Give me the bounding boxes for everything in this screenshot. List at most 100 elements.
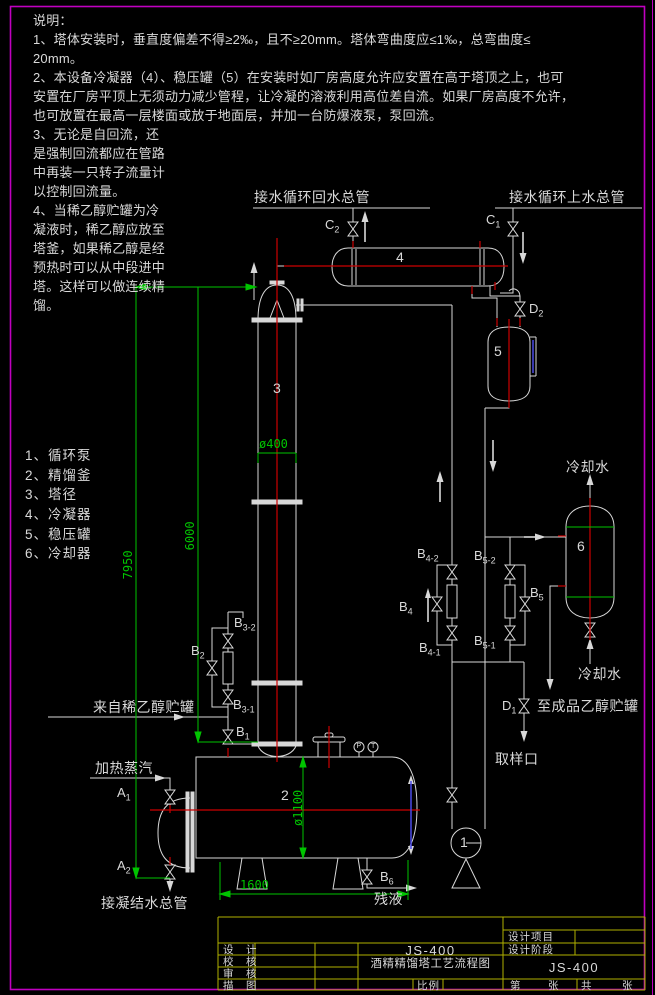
- valve-symbol: [347, 221, 359, 237]
- titleblock-review-label: 审 核: [223, 968, 258, 980]
- valve-tag-b4-1: B4-1: [419, 640, 441, 658]
- valve-tag-b1: B1: [236, 724, 250, 742]
- pressure-gauge-label: P: [356, 743, 362, 750]
- dim-reboiler-length: 1600: [240, 878, 269, 892]
- valve-symbol: [519, 596, 531, 612]
- valve-tag-b4-2: B4-2: [417, 546, 439, 564]
- valve-symbol: [164, 864, 176, 880]
- notes-block: 说明： 1、塔体安装时，垂直度偏差不得≥2‰，且不≥20mm。塔体弯曲度应≤1‰…: [33, 13, 575, 318]
- valve-symbol: [206, 660, 218, 676]
- note-line: 馏。: [33, 298, 60, 313]
- note-line: 说明：: [33, 13, 73, 28]
- feed-label: 来自稀乙醇贮罐: [93, 699, 195, 715]
- legend-item: 1、循环泵: [25, 448, 92, 463]
- note-line: 安置在厂房平顶上无须动力减少管程，让冷凝的溶液利用高位差自流。如果厂房高度不允许…: [33, 89, 575, 104]
- sight-glasses: [410, 340, 534, 849]
- valve-tag-b2: B2: [191, 643, 205, 661]
- valve-tag-b4: B4: [399, 599, 413, 617]
- cooling-water-top-label: 冷却水: [566, 459, 610, 475]
- reboiler-number: 2: [281, 787, 289, 803]
- valve-symbol: [507, 221, 519, 237]
- note-line: 2、本设备冷凝器（4）、稳压罐（5）在安装时如厂房高度允许应安置在高于塔顶之上，…: [33, 70, 564, 85]
- valve-symbol: [431, 596, 443, 612]
- valve-tag-b5: B5: [530, 585, 544, 603]
- valve-symbol: [222, 689, 234, 705]
- condensate-label: 接凝结水总管: [101, 895, 188, 911]
- note-line: 中再装一只转子流量计: [33, 165, 166, 180]
- cooling-water-bottom-label: 冷却水: [578, 666, 622, 682]
- titleblock-scale-label: 比例: [417, 980, 440, 992]
- note-line: 以控制回流量。: [33, 184, 126, 199]
- valve-symbol: [514, 301, 526, 317]
- pump-number: 1: [460, 834, 468, 850]
- flow-arrows: [155, 211, 594, 892]
- title-block-lines: [217, 916, 646, 991]
- surge-tank-number: 5: [494, 343, 502, 359]
- titleblock-design-label: 设 计: [223, 944, 258, 956]
- dim-column-diameter: ø400: [259, 437, 288, 451]
- column-number: 3: [273, 380, 281, 396]
- valve-symbol: [361, 869, 373, 885]
- valve-symbol: [504, 625, 516, 641]
- dim-reboiler-diameter: ø1100: [291, 789, 306, 826]
- valve-tag-d2: D2: [529, 301, 544, 319]
- titleblock-total-label: 共: [581, 980, 593, 992]
- steam-label: 加热蒸汽: [95, 760, 153, 776]
- valve-symbol: [446, 787, 458, 803]
- note-line: 是强制回流都应在管路: [33, 146, 166, 161]
- titleblock-drawing-no: JS-400: [405, 943, 456, 958]
- valve-tag-b6: B6: [380, 869, 394, 887]
- sample-port-label: 取样口: [495, 751, 539, 767]
- titleblock-project-no: JS-400: [548, 960, 600, 975]
- return-water-header-label: 接水循环回水总管: [254, 189, 370, 205]
- valve-tag-c2: C2: [325, 217, 340, 235]
- valve-tag-b5-2: B5-2: [474, 548, 496, 566]
- valve-symbol: [222, 729, 234, 745]
- legend-item: 6、冷却器: [25, 546, 92, 562]
- dim-total-height: 7950: [121, 550, 136, 580]
- cooler-number: 6: [577, 538, 585, 554]
- valve-tag-a1: A1: [117, 785, 131, 803]
- valve-symbol: [446, 625, 458, 641]
- dim-column-height: 6000: [183, 521, 198, 551]
- titleblock-project-label: 设计项目: [508, 931, 554, 943]
- legend-item: 3、塔径: [25, 487, 78, 503]
- centerlines: [150, 238, 591, 865]
- note-line: 塔釜，如果稀乙醇是经: [33, 241, 166, 256]
- valve-tag-d1: D1: [502, 698, 517, 716]
- titleblock-stage-label: 设计阶段: [508, 943, 554, 956]
- residue-label: 残液: [374, 891, 403, 907]
- titleblock-trace-label: 描 图: [223, 980, 258, 992]
- legend-item: 5、稳压罐: [25, 526, 92, 542]
- valve-tag-b5-1: B5-1: [474, 633, 496, 651]
- titleblock-sheet-no-label: 第: [510, 980, 522, 992]
- note-line: 1、塔体安装时，垂直度偏差不得≥2‰，且不≥20mm。塔体弯曲度应≤1‰，总弯曲…: [33, 32, 531, 47]
- valve-symbol: [222, 633, 234, 649]
- valves: [164, 221, 596, 885]
- valve-tag-a2: A2: [117, 858, 131, 876]
- legend-item: 2、精馏釜: [25, 467, 92, 483]
- legend-item: 4、冷凝器: [25, 507, 92, 523]
- note-line: 凝液时，稀乙醇应放至: [33, 222, 166, 237]
- equipment-legend: 1、循环泵 2、精馏釜 3、塔径 4、冷凝器 5、稳压罐 6、冷却器: [25, 448, 92, 566]
- titleblock-drawing-title: 酒精精馏塔工艺流程图: [370, 958, 491, 970]
- note-line: 也可放置在最高一层楼面或放于地面层，并加一台防爆液泵，泵回流。: [33, 108, 443, 123]
- titleblock-sheet-label: 张: [548, 980, 560, 992]
- note-line: 20mm。: [33, 51, 84, 66]
- titleblock-total-sheet-label: 张: [622, 980, 634, 992]
- note-line: 塔。这样可以做连续精: [33, 279, 166, 294]
- dimension-lines: [132, 283, 614, 900]
- valve-tag-b3-2: B3-2: [234, 615, 256, 633]
- note-line: 预热时可以从中段进中: [33, 260, 166, 275]
- note-line: 3、无论是自回流，还: [33, 127, 160, 142]
- valve-symbol: [518, 698, 530, 714]
- note-line: 4、当稀乙醇贮罐为冷: [33, 203, 160, 218]
- valve-symbol: [446, 564, 458, 580]
- valve-tag-b3-1: B3-1: [233, 697, 255, 715]
- valve-symbol: [164, 789, 176, 805]
- valve-tag-c1: C1: [486, 212, 501, 230]
- condenser-number: 4: [396, 249, 404, 265]
- temperature-gauge-label: T: [371, 743, 376, 750]
